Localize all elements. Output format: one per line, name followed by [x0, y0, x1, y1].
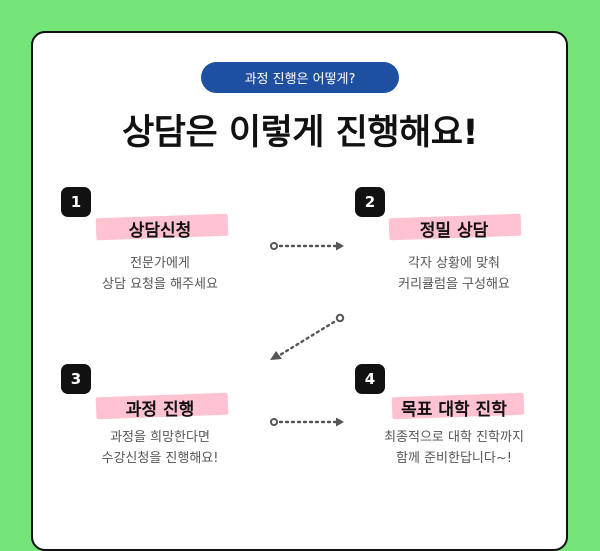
- dotted-arrow-icon: [270, 417, 344, 427]
- step-3-desc-line2: 수강신청을 진행해요!: [101, 451, 219, 466]
- page-title: 상담은 이렇게 진행해요!: [122, 113, 478, 153]
- step-1-desc-line2: 상담 요청을 해주세요: [102, 277, 218, 292]
- process-card: [31, 31, 568, 551]
- step-2-title: 정밀 상담: [419, 221, 489, 241]
- step-1-desc: 전문가에게 상담 요청을 해주세요: [60, 253, 260, 295]
- step-1-badge: 1: [61, 187, 91, 217]
- dotted-arrow-icon: [270, 241, 344, 251]
- step-3-desc-line1: 과정을 희망한다면: [110, 430, 210, 445]
- step-4-desc: 최종적으로 대학 진학까지 함께 준비한답니다~!: [354, 427, 554, 469]
- step-1-title: 상담신청: [128, 221, 192, 241]
- step-2-desc: 각자 상황에 맞춰 커리큘럼을 구성해요: [354, 253, 554, 295]
- step-3-desc: 과정을 희망한다면 수강신청을 진행해요!: [60, 427, 260, 469]
- step-3-title: 과정 진행: [125, 400, 195, 420]
- section-pill-label: 과정 진행은 어떻게?: [244, 72, 356, 87]
- step-1-desc-line1: 전문가에게: [130, 256, 190, 271]
- step-2-badge: 2: [355, 187, 385, 217]
- step-4-desc-line2: 함께 준비한답니다~!: [396, 451, 512, 466]
- section-pill: 과정 진행은 어떻게?: [201, 62, 399, 93]
- step-4-title: 목표 대학 진학: [401, 400, 507, 420]
- step-2-desc-line2: 커리큘럼을 구성해요: [398, 277, 510, 292]
- step-3-badge: 3: [61, 364, 91, 394]
- dotted-arrow-icon: [270, 313, 345, 360]
- step-2-desc-line1: 각자 상황에 맞춰: [408, 256, 500, 271]
- step-4-desc-line1: 최종적으로 대학 진학까지: [384, 430, 524, 445]
- step-4-badge: 4: [355, 364, 385, 394]
